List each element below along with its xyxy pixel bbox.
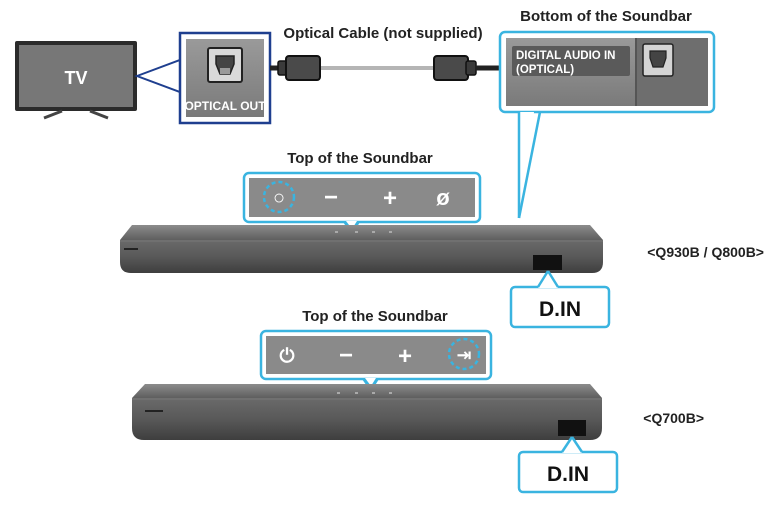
volume-up-icon[interactable]: + [398, 343, 412, 370]
soundbar2-model: <Q700B> [643, 410, 704, 426]
source-icon[interactable]: ⇥ [456, 345, 471, 365]
soundbar2-din-callout: D.IN [517, 436, 619, 494]
soundbar2-din-label: D.IN [547, 463, 589, 486]
optical-out-label: OPTICAL OUT [184, 99, 266, 113]
tv-callout [134, 58, 181, 94]
tv-label: TV [64, 68, 87, 88]
tv-optical-port-box: OPTICAL OUT [178, 31, 272, 125]
mute-icon[interactable]: ø [436, 185, 450, 210]
soundbar2-buttons: ⏻ − + ⇥ [279, 337, 481, 371]
volume-down-icon[interactable]: − [324, 184, 338, 211]
optical-port-icon [207, 47, 243, 83]
digital-audio-in-label-2: (OPTICAL) [516, 64, 574, 76]
soundbar2-top-title: Top of the Soundbar [302, 308, 448, 325]
soundbar1-din-callout: D.IN [509, 270, 611, 329]
volume-down-icon[interactable]: − [339, 342, 353, 369]
optical-jack-icon [642, 43, 674, 77]
power-icon[interactable]: ○ [273, 187, 285, 209]
soundbar1-buttons: ○ − + ø [262, 180, 450, 214]
soundbar2-source-highlight [447, 337, 481, 371]
soundbar2 [132, 384, 602, 440]
soundbar2-din-jack [558, 420, 586, 436]
bottom-port-box: DIGITAL AUDIO IN (OPTICAL) [498, 30, 716, 114]
optical-cable [270, 55, 506, 81]
soundbar1-model: <Q930B / Q800B> [647, 244, 764, 260]
digital-audio-in-label-1: DIGITAL AUDIO IN [516, 50, 615, 62]
soundbar1-din-label: D.IN [539, 298, 581, 321]
soundbar1-power-highlight [262, 180, 296, 214]
soundbar1-top-title: Top of the Soundbar [287, 150, 433, 167]
tv: TV [15, 41, 137, 120]
cable-label: Optical Cable (not supplied) [283, 25, 482, 42]
bottom-title: Bottom of the Soundbar [520, 8, 692, 25]
soundbar1 [120, 225, 603, 273]
soundbar1-din-jack [533, 255, 562, 270]
power-icon[interactable]: ⏻ [279, 346, 294, 367]
volume-up-icon[interactable]: + [383, 185, 397, 212]
